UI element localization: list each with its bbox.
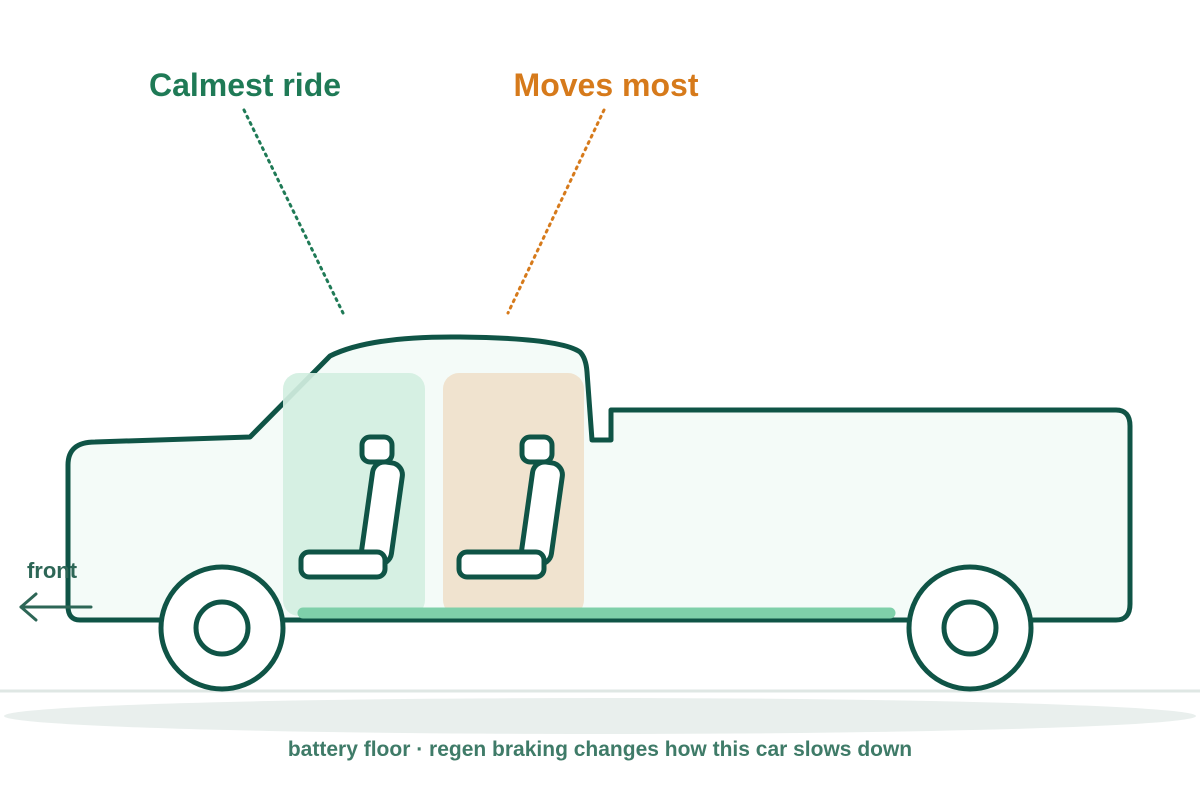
calm-zone-label: Calmest ride: [149, 67, 341, 103]
diagram-caption: battery floor · regen braking changes ho…: [288, 738, 912, 761]
arrow-left-icon: [19, 592, 93, 622]
rear-seat-car-seat-icon: [456, 434, 565, 580]
front-wheel: [158, 564, 286, 692]
active-zone-leader-line: [506, 108, 606, 315]
direction-label: front: [27, 558, 78, 583]
calm-zone-leader-line: [242, 108, 345, 315]
calm-zone-highlight: [283, 373, 425, 616]
active-zone-highlight: [443, 373, 584, 616]
rear-wheel: [906, 564, 1034, 692]
ground-shadow: [4, 698, 1196, 734]
front-seat-car-seat-icon: [298, 434, 405, 580]
active-zone-label: Moves most: [514, 67, 699, 103]
